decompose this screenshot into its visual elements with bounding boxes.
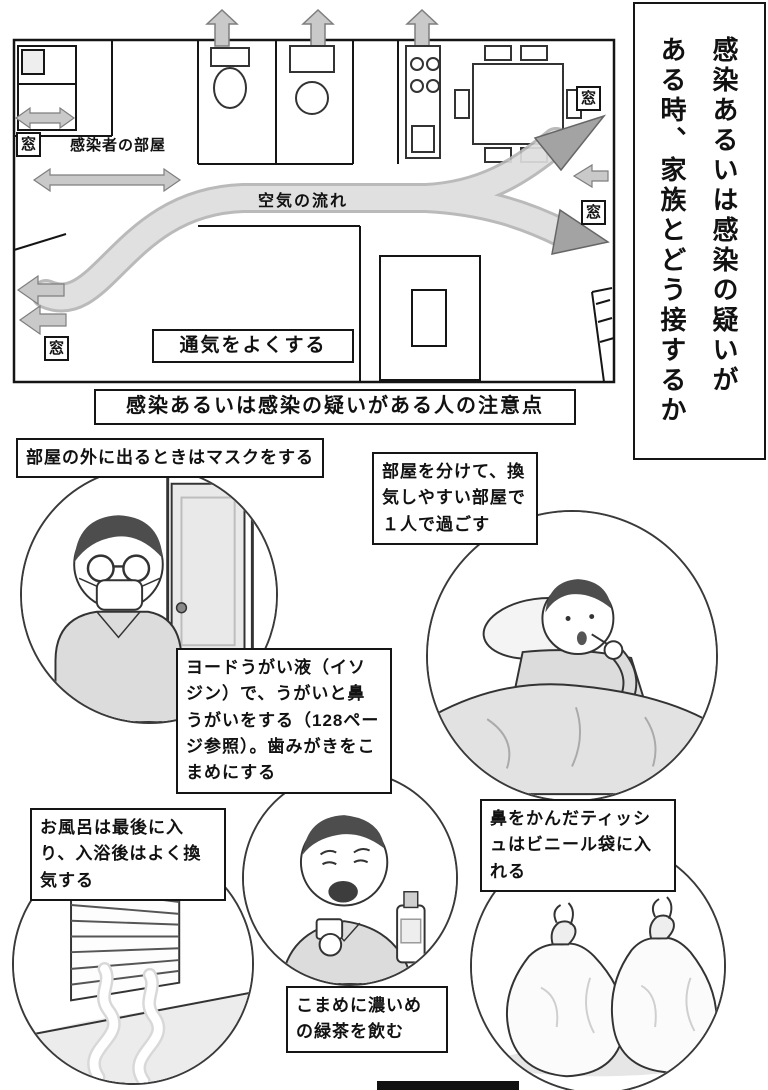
bag-left	[506, 902, 626, 1078]
person	[54, 515, 183, 722]
toilet-icon	[210, 47, 250, 109]
gargling-man-drawing	[244, 772, 456, 984]
caption-mask: 部屋の外に出るときはマスクをする	[16, 438, 324, 479]
caption-green-tea: こまめに濃いめの緑茶を飲む	[286, 986, 448, 1053]
page-title-line-1: 感染あるいは感染の疑いが	[709, 36, 739, 396]
bottle	[396, 891, 426, 964]
infected-room-label: 感染者の部屋	[70, 137, 167, 154]
interior-walls	[13, 40, 615, 383]
masked-man-illustration	[20, 466, 278, 724]
section-heading: 感染あるいは感染の疑いがある人の注意点	[94, 389, 576, 425]
masked-man-drawing	[22, 468, 276, 722]
floor	[14, 992, 252, 1083]
caption-separate-room: 部屋を分けて、換気しやすい部屋で１人で過ごす	[372, 452, 538, 546]
floorplan-diagram	[12, 8, 616, 384]
left-arrow-icons	[16, 163, 609, 336]
airflow-arrowhead-icons	[533, 114, 610, 255]
window-label-badge: 窓	[44, 336, 69, 361]
blanket	[432, 683, 714, 796]
cup	[315, 918, 344, 957]
window-label-badge: 窓	[581, 200, 606, 225]
steam	[87, 962, 166, 1083]
person	[280, 815, 414, 984]
caption-gargle: ヨードうがい液（イソジン）で、うがいと鼻うがいをする（128ページ参照）。歯みが…	[176, 648, 392, 794]
airflow-band	[31, 127, 579, 313]
stove-icon	[405, 45, 441, 159]
man-in-bed-drawing	[428, 512, 716, 800]
double-arrow-icons	[14, 106, 182, 193]
man-in-bed-illustration	[426, 510, 718, 802]
window-label-badge: 窓	[16, 132, 41, 157]
page-footer-mark	[377, 1081, 519, 1090]
page-title-line-2: ある時、家族とどう接するか	[657, 36, 687, 426]
airflow-label: 空気の流れ	[258, 193, 349, 210]
sink-icon	[289, 45, 335, 115]
gargling-man-illustration	[242, 770, 458, 986]
bag-right	[610, 896, 718, 1074]
page-title-vertical: 感染あるいは感染の疑いが ある時、家族とどう接するか	[633, 2, 766, 460]
window-label-badge: 窓	[576, 86, 601, 111]
up-arrow-icons	[205, 8, 439, 47]
ventilation-label-box: 通気をよくする	[152, 329, 354, 363]
caption-bath: お風呂は最後に入り、入浴後はよく換気する	[30, 808, 226, 902]
caption-tissue: 鼻をかんだティッシュはビニール袋に入れる	[480, 799, 676, 893]
